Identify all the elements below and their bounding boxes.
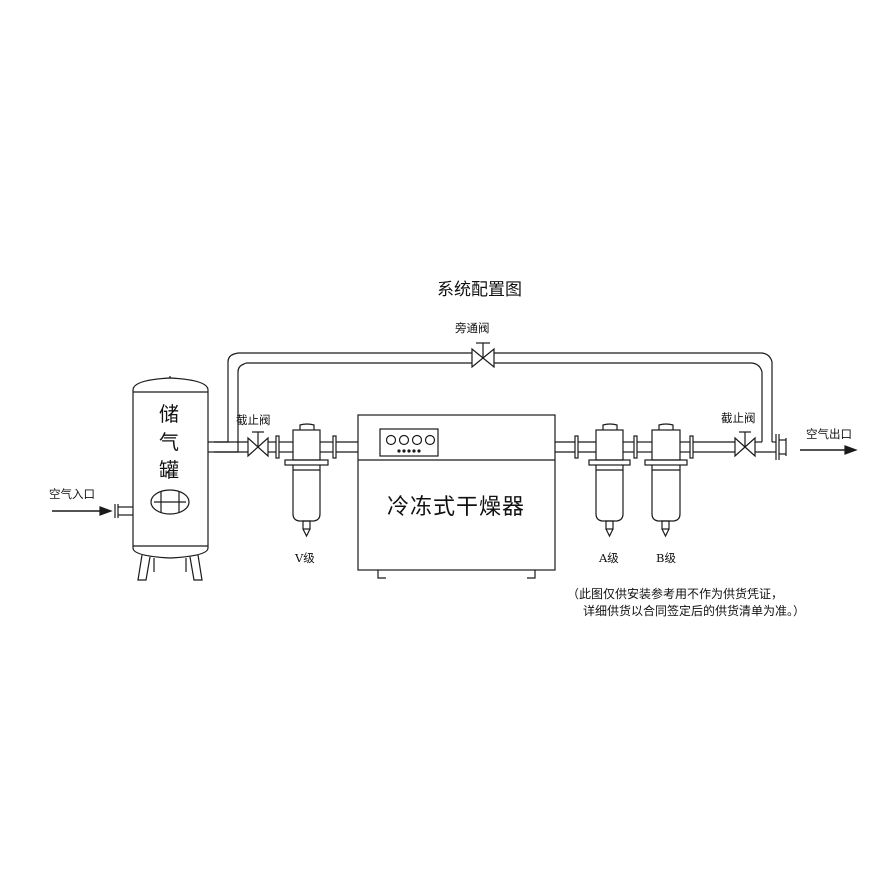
refrigerated-dryer-icon xyxy=(357,414,556,579)
main-pipe-left xyxy=(214,435,358,459)
bypass-pipe xyxy=(214,352,773,453)
filter-v-icon xyxy=(284,423,329,538)
air-inlet-label: 空气入口 xyxy=(49,487,95,501)
bypass-valve-label: 旁通阀 xyxy=(455,321,490,335)
tank-label-char: 气 xyxy=(159,430,179,454)
filter-a-label: A级 xyxy=(599,551,619,565)
filter-b-label: B级 xyxy=(656,551,676,565)
tank-label-char: 储 xyxy=(159,402,179,426)
stop-valve-right-icon xyxy=(734,431,756,458)
dryer-label: 冷冻式干燥器 xyxy=(387,495,526,520)
air-inlet-arrow xyxy=(52,506,113,516)
storage-tank-icon xyxy=(114,376,214,581)
note-line-2: 详细供货以合同签定后的供货清单为准。） xyxy=(583,604,806,618)
note-line-1: （此图仅供安装参考用不作为供货凭证， xyxy=(567,587,784,601)
diagram-title: 系统配置图 xyxy=(437,280,522,300)
stop-valve-left-label: 截止阀 xyxy=(236,413,271,427)
air-outlet-arrow xyxy=(800,445,858,455)
filter-b-icon xyxy=(644,423,688,538)
main-pipe-right xyxy=(555,434,787,460)
stop-valve-left-icon xyxy=(247,431,269,458)
stop-valve-right-label: 截止阀 xyxy=(721,411,756,425)
filter-a-icon xyxy=(588,423,631,538)
filter-v-label: V级 xyxy=(295,551,315,565)
tank-label-char: 罐 xyxy=(159,458,179,482)
air-outlet-label: 空气出口 xyxy=(806,427,852,441)
bypass-valve-icon xyxy=(471,342,495,369)
